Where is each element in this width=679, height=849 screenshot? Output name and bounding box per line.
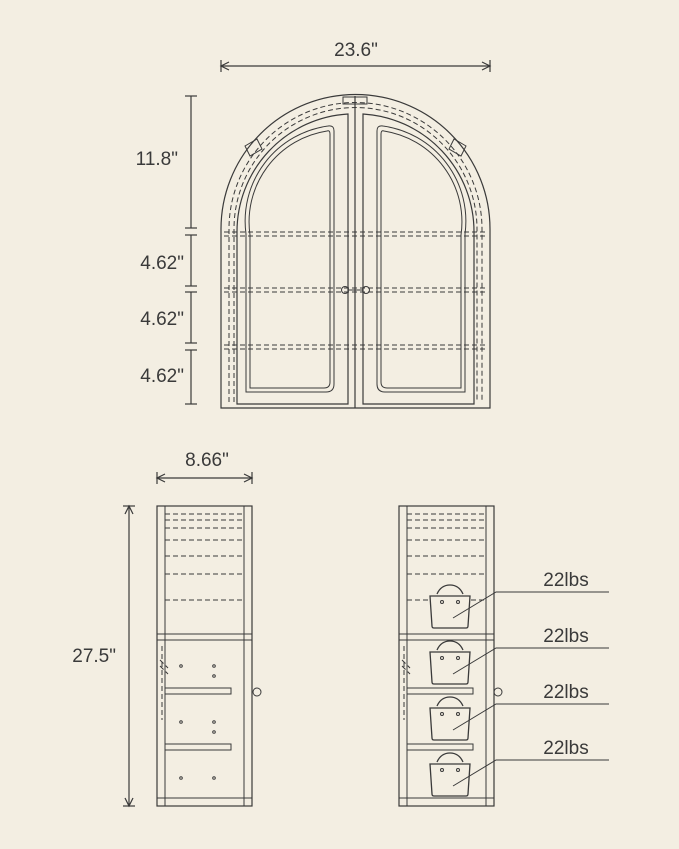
total-height-label: 27.5" (72, 646, 116, 667)
depth-label: 8.66" (185, 450, 229, 471)
load-leader-lines (452, 591, 609, 787)
right-door-frame (362, 113, 475, 405)
right-hinge (448, 138, 467, 157)
total-height-dimension-line (123, 504, 135, 808)
left-door-frame (236, 113, 349, 405)
weight-bag-icon (429, 752, 471, 797)
shelf-2-height-label: 4.62" (140, 309, 184, 330)
right-door-glass (376, 125, 467, 393)
weight-bag-icon (429, 640, 471, 685)
load-door-knob (493, 687, 503, 697)
load-label: 22lbs (543, 626, 588, 647)
shelf-3-height-label: 4.62" (140, 366, 184, 387)
side-shelf-pin-holes (179, 664, 216, 780)
weight-bag-icon (429, 696, 471, 741)
front-view: 23.6" (136, 40, 492, 409)
load-label: 22lbs (543, 570, 588, 591)
side-lower-shelves (159, 646, 232, 751)
load-label: 22lbs (543, 738, 588, 759)
arch-height-label: 11.8" (136, 149, 178, 170)
depth-dimension-line (155, 472, 254, 484)
right-door-knob (362, 286, 370, 294)
side-upper-shelves (165, 513, 244, 601)
weight-bag-icon (429, 584, 471, 629)
left-hinge (244, 138, 263, 157)
load-lower-shelves (401, 646, 474, 751)
load-view: 22lbs 22lbs 22lbs 22lbs (398, 505, 609, 807)
left-door-glass (244, 125, 335, 393)
width-label: 23.6" (334, 40, 378, 61)
front-shelves (224, 231, 487, 350)
side-view: 8.66" 27.5" (72, 450, 262, 808)
load-upper-shelves (407, 513, 486, 601)
side-door-knob (252, 687, 262, 697)
height-dimension-chain (185, 95, 197, 405)
shelf-1-height-label: 4.62" (140, 253, 184, 274)
width-dimension-line (219, 60, 492, 72)
left-door-knob (341, 286, 349, 294)
load-label: 22lbs (543, 682, 588, 703)
side-cabinet-body (156, 505, 253, 807)
